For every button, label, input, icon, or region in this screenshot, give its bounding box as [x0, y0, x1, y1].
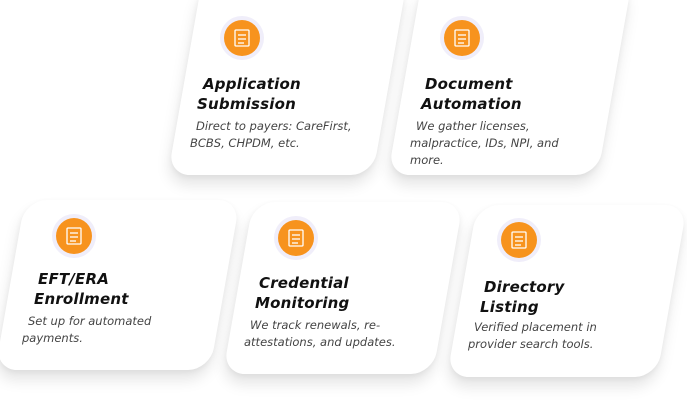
card-description: Set up for automated payments. — [22, 314, 152, 345]
card-description: Verified placement in provider search to… — [468, 320, 597, 351]
card-description: Direct to payers: CareFirst, BCBS, CHPDM… — [190, 119, 352, 150]
card-description: We gather licenses, malpractice, IDs, NP… — [410, 119, 559, 167]
directory-hand-icon — [497, 218, 541, 262]
application-form-icon — [220, 16, 264, 60]
monitor-search-icon — [274, 216, 318, 260]
document-hand-icon — [440, 16, 484, 60]
card-description: We track renewals, re-attestations, and … — [244, 318, 396, 349]
form-pen-icon — [52, 214, 96, 258]
